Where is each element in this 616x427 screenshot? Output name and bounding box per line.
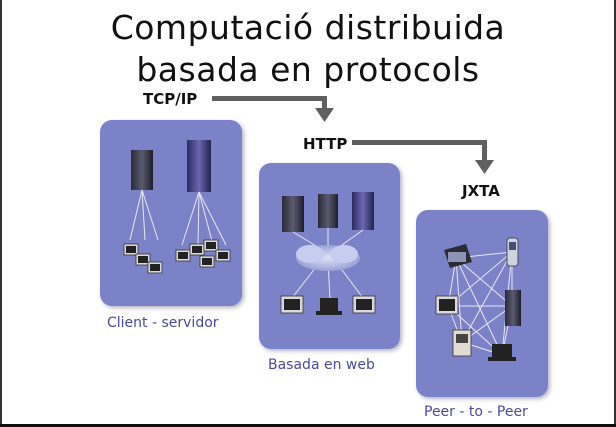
arrow-http-to-jxta bbox=[352, 140, 494, 174]
server-rack-icon bbox=[505, 290, 521, 326]
protocol-label-jxta: JXTA bbox=[462, 182, 500, 200]
server-rack-icon bbox=[282, 196, 304, 232]
panel-client-server bbox=[100, 120, 242, 306]
server-rack-icon bbox=[131, 150, 153, 190]
laptop-icon bbox=[320, 298, 338, 311]
caption-web: Basada en web bbox=[268, 357, 375, 373]
server-rack-icon bbox=[187, 140, 211, 192]
caption-client-server: Client - servidor bbox=[107, 315, 219, 331]
protocol-label-tcpip: TCP/IP bbox=[143, 90, 198, 108]
title-line-2: basada en protocols bbox=[136, 50, 480, 89]
slide-border-bottom bbox=[0, 424, 616, 427]
client-server-illustration bbox=[123, 140, 231, 274]
protocol-label-http: HTTP bbox=[303, 135, 348, 153]
caption-p2p: Peer - to - Peer bbox=[424, 404, 528, 420]
laptop-icon bbox=[492, 344, 512, 357]
server-rack-icon bbox=[352, 192, 374, 230]
title-line-1: Computació distribuida bbox=[110, 8, 506, 47]
server-rack-icon bbox=[318, 194, 338, 228]
slide-border-left bbox=[0, 0, 2, 427]
arrow-tcpip-to-http bbox=[212, 96, 334, 122]
web-illustration bbox=[280, 192, 376, 315]
slide-border-right bbox=[614, 0, 616, 427]
p2p-illustration bbox=[435, 237, 521, 361]
